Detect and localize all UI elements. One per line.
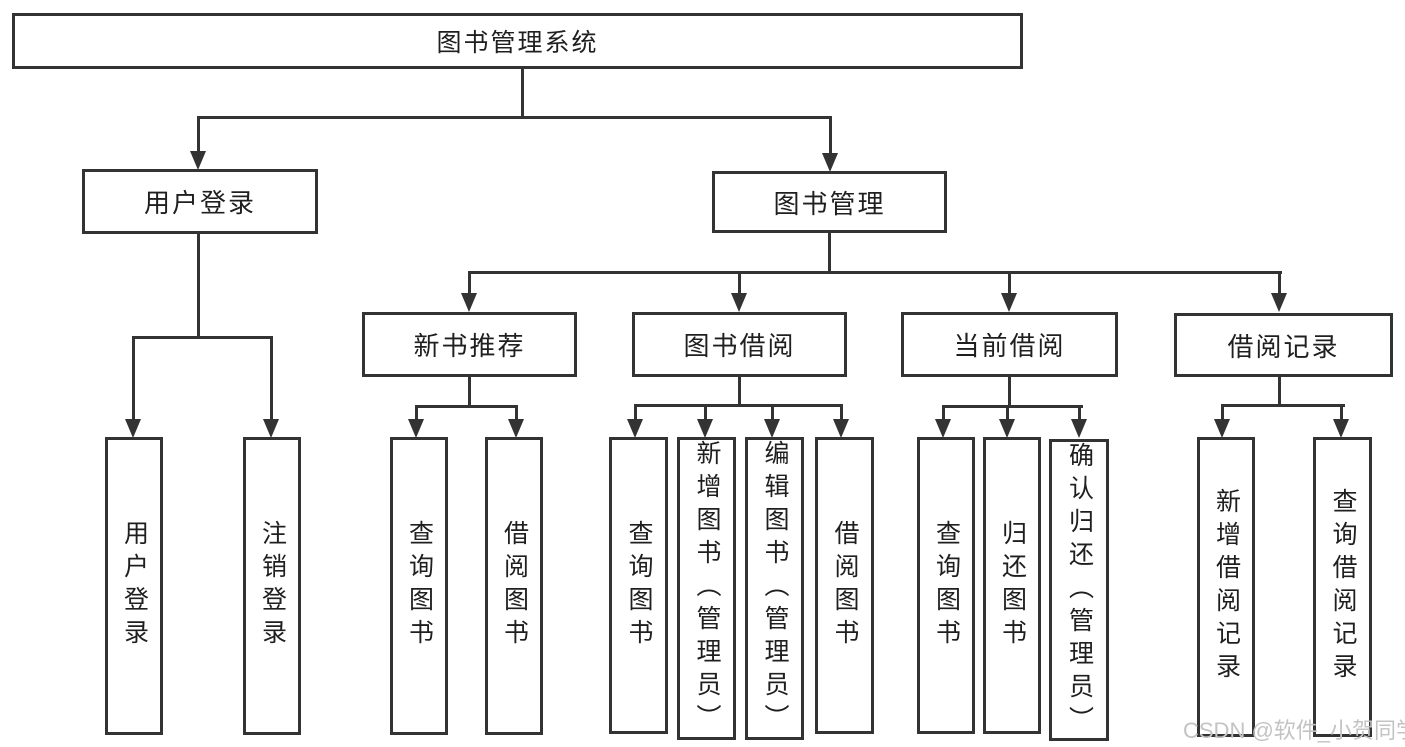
leaf-label: 注销登录	[258, 520, 287, 652]
leaf-label: 借阅图书	[500, 520, 529, 652]
connector-line	[634, 404, 843, 407]
leaf-user-login: 用户登录	[105, 437, 163, 735]
leaf-label: 用户登录	[120, 520, 149, 652]
connector-line	[415, 405, 518, 408]
connector-line	[132, 336, 273, 339]
connector-arrow	[731, 293, 747, 312]
leaf-records-query-record: 查询借阅记录	[1313, 437, 1372, 737]
connector-arrow	[999, 419, 1015, 438]
connector-arrow	[764, 419, 780, 438]
connector-arrow	[627, 419, 643, 438]
connector-line	[1008, 271, 1011, 295]
connector-line	[197, 233, 200, 336]
connector-arrow	[1214, 419, 1230, 438]
connector-line	[771, 404, 774, 420]
csdn-watermark: CSDN @软件_小贺同学	[1183, 718, 1405, 743]
node-current-borrowing: 当前借阅	[901, 312, 1118, 377]
leaf-current-return-books: 归还图书	[983, 437, 1041, 734]
leaf-label: 查询借阅记录	[1329, 488, 1357, 686]
connector-arrow	[1333, 419, 1349, 438]
leaf-borrowing-borrow-books: 借阅图书	[815, 437, 874, 734]
leaf-borrowing-query-books: 查询图书	[609, 437, 668, 734]
leaf-label: 新增图书（管理员）	[693, 440, 721, 737]
leaf-newbooks-borrow-books: 借阅图书	[485, 437, 543, 735]
connector-line	[468, 376, 471, 407]
leaf-current-confirm-return-admin: 确认归还（管理员）	[1049, 439, 1109, 741]
connector-arrow	[125, 419, 141, 438]
connector-line	[1278, 376, 1281, 406]
connector-line	[738, 271, 741, 295]
connector-line	[1221, 404, 1224, 420]
connector-line	[197, 116, 200, 152]
connector-line	[828, 231, 831, 273]
leaf-label: 查询图书	[932, 519, 961, 652]
connector-line	[840, 404, 843, 420]
leaf-records-add-record: 新增借阅记录	[1197, 437, 1255, 737]
leaf-label: 查询图书	[405, 520, 434, 652]
connector-arrow	[1001, 293, 1017, 312]
connector-arrow	[697, 419, 713, 438]
connector-line	[197, 116, 832, 119]
connector-arrow	[1271, 293, 1287, 312]
node-book-management: 图书管理	[712, 171, 947, 233]
connector-line	[942, 405, 945, 420]
connector-line	[468, 271, 1282, 274]
connector-arrow	[833, 419, 849, 438]
connector-line	[942, 405, 1083, 408]
node-new-book-recommendation: 新书推荐	[362, 312, 577, 377]
leaf-label: 编辑图书（管理员）	[761, 440, 789, 737]
leaf-logout: 注销登录	[243, 437, 301, 735]
connector-line	[270, 336, 273, 420]
leaf-newbooks-query-books: 查询图书	[390, 437, 448, 735]
leaf-label: 确认归还（管理员）	[1065, 441, 1094, 739]
connector-line	[738, 376, 741, 406]
connector-arrow	[508, 419, 524, 438]
connector-arrow	[935, 419, 951, 438]
leaf-label: 借阅图书	[831, 519, 859, 652]
connector-arrow	[461, 293, 477, 312]
node-user-login: 用户登录	[82, 169, 318, 234]
leaf-borrowing-edit-books-admin: 编辑图书（管理员）	[745, 437, 804, 740]
connector-arrow	[408, 419, 424, 438]
connector-arrow	[263, 419, 279, 438]
leaf-borrowing-add-books-admin: 新增图书（管理员）	[677, 437, 736, 740]
node-book-borrowing: 图书借阅	[632, 312, 847, 377]
connector-arrow	[1071, 419, 1087, 438]
connector-line	[1078, 405, 1081, 420]
connector-line	[1221, 404, 1345, 407]
leaf-label: 查询图书	[625, 519, 653, 652]
connector-line	[704, 404, 707, 420]
node-library-management-system: 图书管理系统	[12, 13, 1023, 69]
connector-line	[1278, 271, 1281, 295]
connector-line	[515, 405, 518, 420]
leaf-label: 归还图书	[998, 519, 1027, 652]
leaf-label: 新增借阅记录	[1212, 488, 1241, 686]
connector-line	[1340, 404, 1343, 420]
leaf-current-query-books: 查询图书	[917, 437, 975, 734]
connector-line	[1006, 405, 1009, 420]
connector-line	[132, 336, 135, 420]
connector-line	[1008, 376, 1011, 407]
connector-line	[521, 68, 524, 118]
connector-line	[634, 404, 637, 420]
connector-arrow	[822, 153, 838, 172]
node-borrowing-records: 借阅记录	[1174, 313, 1393, 377]
connector-line	[415, 405, 418, 420]
connector-line	[829, 116, 832, 154]
connector-line	[468, 271, 471, 295]
connector-arrow	[190, 151, 206, 170]
